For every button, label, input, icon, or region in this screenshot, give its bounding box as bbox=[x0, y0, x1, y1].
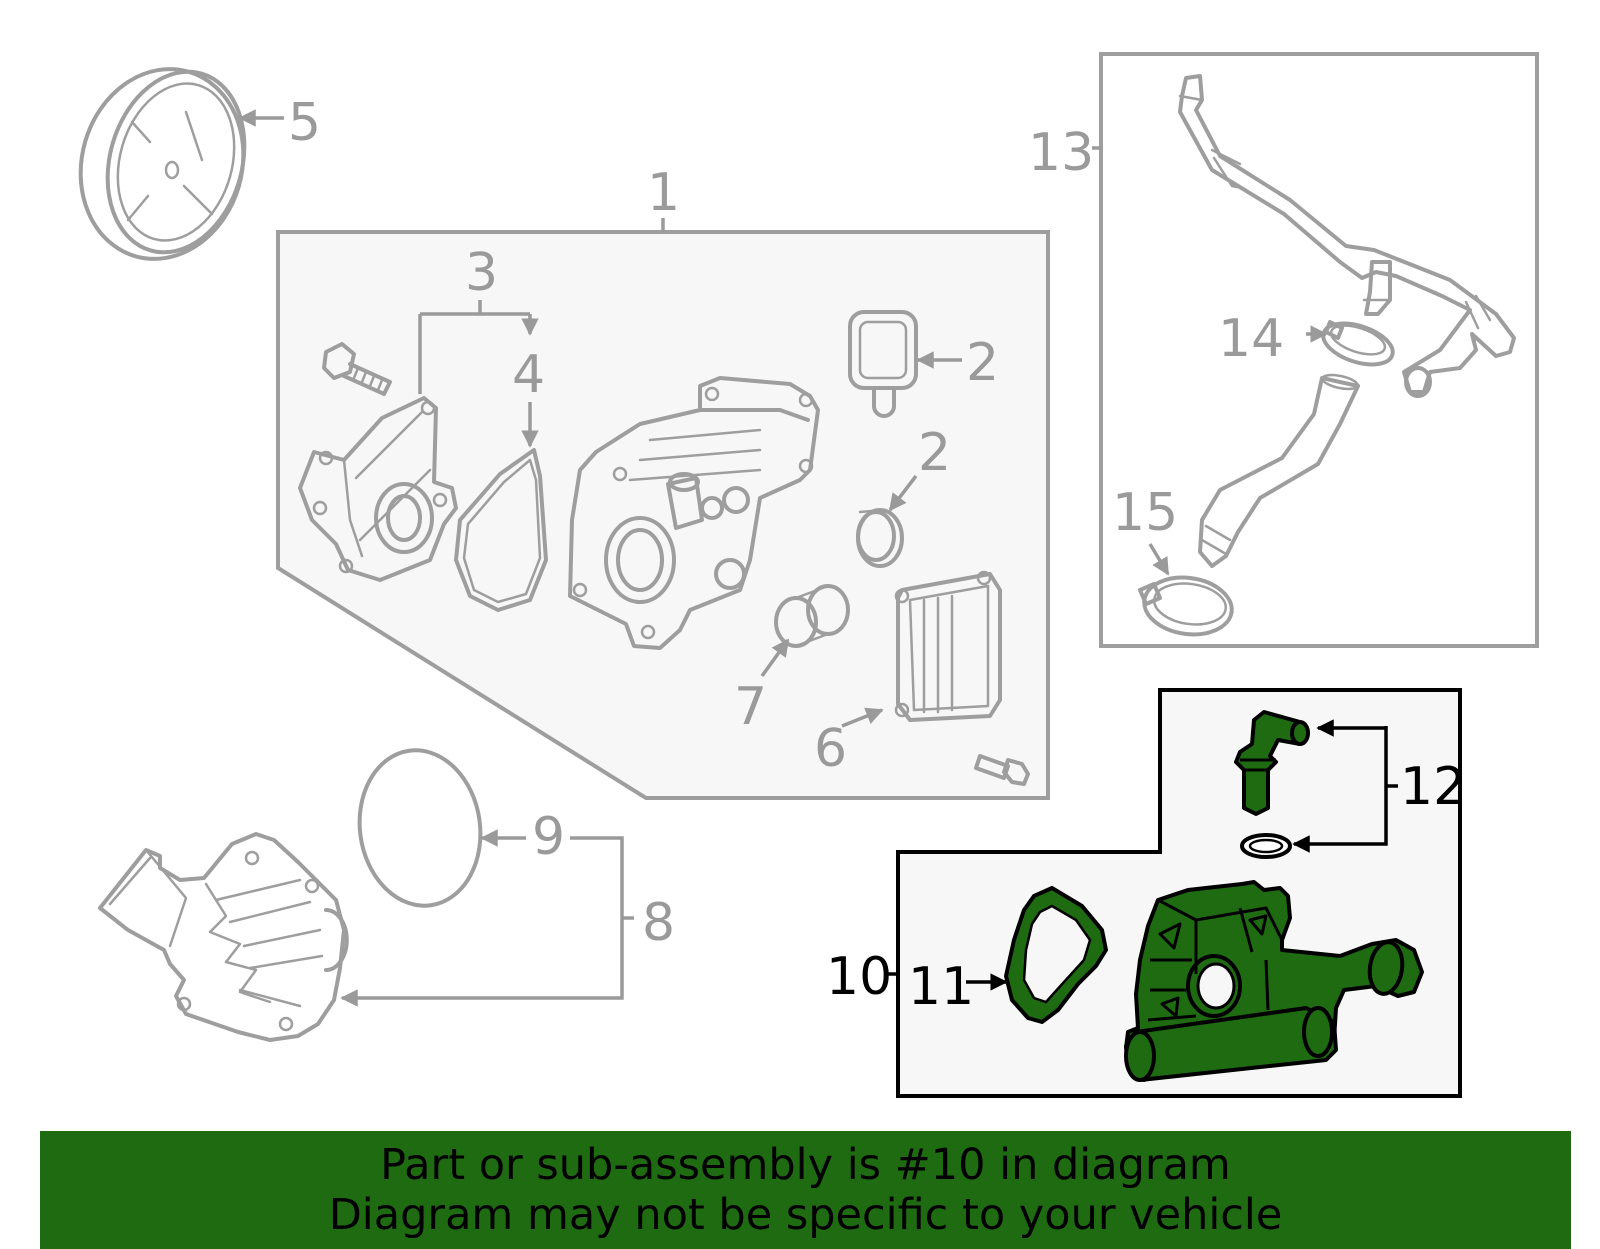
front-cover-housing-part bbox=[568, 376, 820, 650]
callout-1: 1 bbox=[647, 163, 680, 223]
coolant-hose-part bbox=[1198, 373, 1360, 568]
o-ring-12-part bbox=[1240, 833, 1292, 859]
callout-13: 13 bbox=[1028, 123, 1094, 183]
callout-14: 14 bbox=[1218, 309, 1284, 369]
thermostat-housing-8-part bbox=[98, 832, 349, 1042]
callout-2-upper: 2 bbox=[966, 333, 999, 393]
callout-7: 7 bbox=[734, 677, 767, 737]
o-ring-9-part bbox=[357, 748, 483, 908]
assembly-box-1 bbox=[276, 218, 1050, 800]
callout-7-leader bbox=[760, 638, 790, 678]
pump-gasket-part bbox=[454, 448, 548, 612]
callout-15: 15 bbox=[1112, 483, 1178, 543]
square-seal-part bbox=[848, 310, 918, 418]
callout-2-lower: 2 bbox=[918, 423, 951, 483]
thermostat-housing-10-part bbox=[1124, 880, 1424, 1082]
assembly-box-13 bbox=[1092, 52, 1539, 648]
ring-seal-part bbox=[856, 508, 904, 568]
callout-8-leader bbox=[340, 836, 624, 1007]
callout-12-leader-lower bbox=[1292, 726, 1388, 853]
callout-3: 3 bbox=[465, 243, 498, 303]
info-banner: Part or sub-assembly is #10 in diagram D… bbox=[40, 1131, 1571, 1249]
banner-line-1: Part or sub-assembly is #10 in diagram bbox=[380, 1140, 1231, 1190]
callout-9: 9 bbox=[532, 807, 565, 867]
callout-5: 5 bbox=[288, 93, 321, 153]
callout-3-leader bbox=[418, 300, 530, 394]
callout-15-leader bbox=[1148, 543, 1170, 576]
callout-6: 6 bbox=[814, 719, 847, 779]
clamp-15-part bbox=[1138, 575, 1234, 637]
pulley-part bbox=[78, 67, 247, 261]
callout-4: 4 bbox=[512, 345, 545, 405]
callout-11: 11 bbox=[908, 957, 974, 1017]
callout-6-leader bbox=[841, 707, 884, 728]
oil-cooler-part bbox=[894, 570, 1002, 722]
small-bolt-part bbox=[974, 754, 1030, 786]
gasket-11-part bbox=[1004, 886, 1108, 1024]
callout-2-lower-leader bbox=[888, 474, 918, 512]
fitting-12-part bbox=[1234, 710, 1310, 816]
callout-10: 10 bbox=[826, 947, 892, 1007]
coolant-pipe-part bbox=[1178, 74, 1516, 398]
banner-line-2: Diagram may not be specific to your vehi… bbox=[328, 1190, 1283, 1240]
callout-8: 8 bbox=[642, 893, 675, 953]
bolt-part bbox=[322, 342, 392, 396]
water-pump-part bbox=[298, 396, 458, 582]
callout-12: 12 bbox=[1400, 757, 1466, 817]
double-seal-part bbox=[774, 584, 850, 648]
